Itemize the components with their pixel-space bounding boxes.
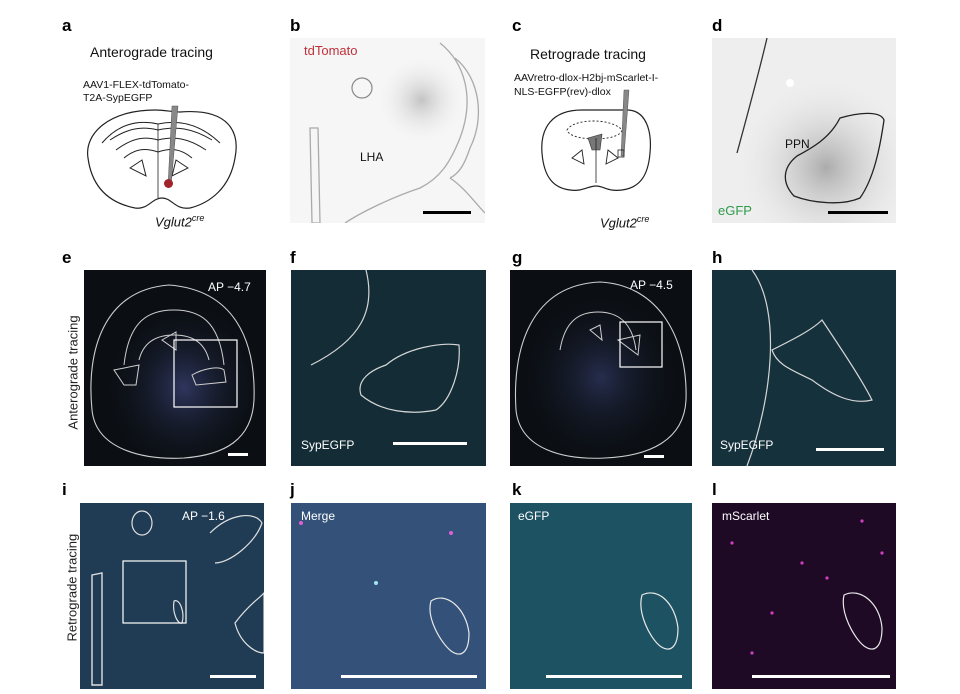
panel-h-outlines xyxy=(712,270,896,466)
panel-d-image: PPN eGFP xyxy=(712,38,896,223)
injection-site-dot xyxy=(164,179,173,188)
panel-label-b: b xyxy=(290,16,301,35)
panel-label-f: f xyxy=(290,248,296,267)
panel-b-region: LHA xyxy=(360,150,384,164)
panel-d-channel: eGFP xyxy=(718,203,752,218)
panel-b-image: tdTomato LHA xyxy=(290,38,485,223)
panel-l-image: mScarlet xyxy=(712,503,896,689)
row-label-retrograde: Retrograde tracing xyxy=(64,533,80,642)
panel-k-outlines xyxy=(510,503,692,689)
panel-h-scale-bar xyxy=(816,448,884,451)
panel-a-virus-line2: T2A-SypEGFP xyxy=(83,92,153,104)
panel-b-outlines xyxy=(309,42,485,223)
panel-label-e: e xyxy=(62,248,72,267)
coronal-brain-outline-a xyxy=(87,105,237,209)
row-label-anterograde: Anterograde tracing xyxy=(65,315,81,430)
panel-f-image: SypEGFP xyxy=(291,270,486,466)
panel-label-g: g xyxy=(512,248,523,267)
panel-c-mouse-sup: cre xyxy=(636,214,650,224)
panel-d-scale-bar xyxy=(828,211,888,214)
panel-e-ap: AP −4.7 xyxy=(208,280,251,294)
panel-l-scale-bar xyxy=(752,675,890,678)
panel-a-schematic: Anterograde tracing AAV1-FLEX-tdTomato- … xyxy=(80,38,250,238)
panel-j-scale-bar xyxy=(341,675,477,678)
panel-g-ap: AP −4.5 xyxy=(630,278,673,292)
panel-b-channel: tdTomato xyxy=(304,43,358,58)
panel-e-outlines xyxy=(84,270,266,466)
panel-c-virus-line1: AAVretro-dlox-H2bj-mScarlet-I- xyxy=(514,72,659,84)
panel-d-region: PPN xyxy=(785,137,810,151)
panel-a-mouse-line: Vglut2cre xyxy=(155,213,204,229)
panel-c-virus-line2: NLS-EGFP(rev)-dlox xyxy=(514,86,611,98)
panel-label-a: a xyxy=(62,16,72,35)
panel-f-channel: SypEGFP xyxy=(301,438,355,452)
panel-l-channel: mScarlet xyxy=(722,509,770,523)
panel-b-scale-bar xyxy=(423,211,471,214)
panel-i-image: AP −1.6 xyxy=(80,503,264,689)
coronal-brain-outline-c xyxy=(541,89,652,192)
panel-e-scale-bar xyxy=(228,453,248,456)
panel-label-i: i xyxy=(62,480,67,499)
panel-h-channel: SypEGFP xyxy=(720,438,774,452)
panel-a-mouse-sup: cre xyxy=(191,213,205,223)
panel-i-outlines xyxy=(80,503,264,689)
panel-c-title: Retrograde tracing xyxy=(530,46,646,62)
panel-j-outlines xyxy=(291,503,486,689)
panel-g-outlines xyxy=(510,270,692,466)
panel-f-outlines xyxy=(291,270,486,466)
panel-k-scale-bar xyxy=(546,675,682,678)
panel-label-h: h xyxy=(712,248,723,267)
panel-label-c: c xyxy=(512,16,522,35)
panel-e-image: AP −4.7 xyxy=(84,270,266,466)
panel-i-scale-bar xyxy=(210,675,256,678)
panel-label-j: j xyxy=(290,480,295,499)
panel-c-mouse-line: Vglut2cre xyxy=(600,214,649,230)
panel-g-scale-bar xyxy=(644,455,664,458)
panel-i-ap: AP −1.6 xyxy=(182,509,225,523)
panel-a-virus-line1: AAV1-FLEX-tdTomato- xyxy=(83,79,190,91)
panel-d-outlines xyxy=(712,38,896,223)
panel-l-outlines xyxy=(730,519,884,655)
panel-k-image: eGFP xyxy=(510,503,692,689)
panel-j-image: Merge xyxy=(291,503,486,689)
panel-k-channel: eGFP xyxy=(518,509,550,523)
panel-label-l: l xyxy=(712,480,717,499)
panel-label-d: d xyxy=(712,16,723,35)
panel-j-channel: Merge xyxy=(301,509,336,523)
panel-h-image: SypEGFP xyxy=(712,270,896,466)
panel-c-schematic: Retrograde tracing AAVretro-dlox-H2bj-mS… xyxy=(512,38,692,238)
panel-a-mouse: Vglut2 xyxy=(155,214,192,230)
panel-c-mouse: Vglut2 xyxy=(600,215,637,231)
panel-f-scale-bar xyxy=(393,442,467,445)
panel-label-k: k xyxy=(512,480,522,499)
panel-a-title: Anterograde tracing xyxy=(90,44,213,60)
panel-g-image: AP −4.5 xyxy=(510,270,692,466)
